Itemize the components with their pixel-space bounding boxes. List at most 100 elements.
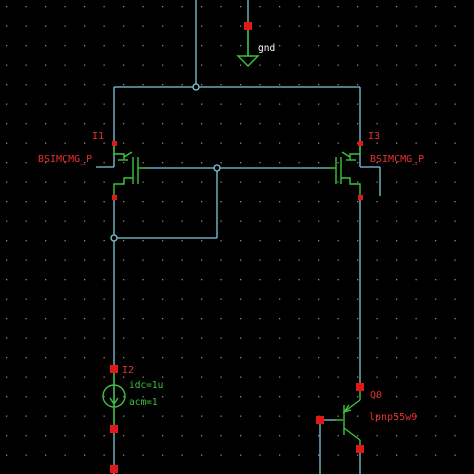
grid-dot	[298, 376, 300, 378]
grid-dot	[454, 240, 456, 242]
grid-dot	[181, 6, 183, 8]
grid-dot	[435, 103, 437, 105]
current-source-instance: I2	[122, 365, 134, 376]
grid-dot	[64, 454, 66, 456]
grid-dot	[84, 181, 86, 183]
grid-dot	[84, 201, 86, 203]
grid-dot	[376, 103, 378, 105]
grid-dot	[259, 454, 261, 456]
grid-dot	[435, 181, 437, 183]
grid-dot	[435, 240, 437, 242]
grid-dot	[142, 64, 144, 66]
grid-dot	[201, 181, 203, 183]
grid-dot	[181, 298, 183, 300]
grid-dot	[25, 220, 27, 222]
grid-dot	[279, 376, 281, 378]
grid-dot	[25, 64, 27, 66]
grid-dot	[435, 396, 437, 398]
grid-dot	[259, 279, 261, 281]
grid-dot	[123, 64, 125, 66]
grid-dot	[64, 45, 66, 47]
grid-dot	[396, 415, 398, 417]
grid-dot	[123, 240, 125, 242]
grid-dot	[84, 64, 86, 66]
grid-dot	[337, 240, 339, 242]
grid-dot	[376, 318, 378, 320]
grid-dot	[181, 123, 183, 125]
grid-dot	[64, 162, 66, 164]
grid-dot	[220, 25, 222, 27]
grid-dot	[25, 279, 27, 281]
grid-dot	[6, 454, 8, 456]
grid-dot	[103, 162, 105, 164]
grid-dot	[415, 435, 417, 437]
grid-dot	[454, 162, 456, 164]
grid-dot	[454, 123, 456, 125]
grid-dot	[357, 240, 359, 242]
grid-dot	[181, 45, 183, 47]
grid-dot	[103, 123, 105, 125]
grid-dot	[376, 415, 378, 417]
grid-dot	[123, 376, 125, 378]
grid-dot	[181, 201, 183, 203]
grid-dot	[318, 220, 320, 222]
grid-dot	[415, 84, 417, 86]
grid-dot	[45, 220, 47, 222]
grid-dot	[376, 162, 378, 164]
grid-dot	[259, 337, 261, 339]
junction-gate-bus	[213, 164, 221, 172]
grid-dot	[259, 6, 261, 8]
grid-dot	[25, 25, 27, 27]
grid-dot	[103, 298, 105, 300]
grid-dot	[201, 396, 203, 398]
grid-dot	[435, 201, 437, 203]
grid-dot	[123, 357, 125, 359]
bjt-q0[interactable]: Q0 lpnp55w9	[316, 383, 417, 453]
grid-dot	[142, 396, 144, 398]
grid-dot	[162, 123, 164, 125]
grid-dot	[318, 357, 320, 359]
grid-dot	[435, 6, 437, 8]
grid-dot	[259, 259, 261, 261]
grid-dot	[103, 240, 105, 242]
grid-dot	[220, 376, 222, 378]
grid-dot	[435, 454, 437, 456]
current-source-i2[interactable]: I2 idc=1u acm=1	[102, 365, 163, 473]
grid-dot	[45, 103, 47, 105]
wires	[96, 0, 381, 474]
grid-dot	[123, 396, 125, 398]
grid-dot	[298, 181, 300, 183]
grid-dot	[318, 240, 320, 242]
grid-dot	[64, 123, 66, 125]
grid-dot	[415, 415, 417, 417]
grid-dot	[259, 240, 261, 242]
transistor-i1[interactable]: I1 BSIMCMG_P	[38, 131, 146, 200]
grid-dot	[162, 298, 164, 300]
grid-dot	[45, 337, 47, 339]
grid-dot	[201, 337, 203, 339]
grid-dot	[142, 6, 144, 8]
grid-dot	[103, 415, 105, 417]
grid-dot	[181, 454, 183, 456]
grid-dot	[454, 45, 456, 47]
grid-dot	[357, 162, 359, 164]
grid-dot	[318, 259, 320, 261]
grid-dot	[123, 45, 125, 47]
grid-dot	[64, 142, 66, 144]
grid-dot	[435, 123, 437, 125]
grid-dot	[240, 162, 242, 164]
ground-symbol[interactable]: gnd	[236, 22, 275, 67]
grid-dot	[435, 84, 437, 86]
grid-dots	[6, 6, 456, 456]
grid-dot	[357, 376, 359, 378]
grid-dot	[162, 84, 164, 86]
transistor-i3[interactable]: I3 BSIMCMG_P	[328, 131, 424, 200]
grid-dot	[337, 298, 339, 300]
grid-dot	[45, 279, 47, 281]
grid-dot	[357, 220, 359, 222]
grid-dot	[396, 45, 398, 47]
grid-dot	[318, 279, 320, 281]
grid-dot	[201, 84, 203, 86]
grid-dot	[181, 181, 183, 183]
